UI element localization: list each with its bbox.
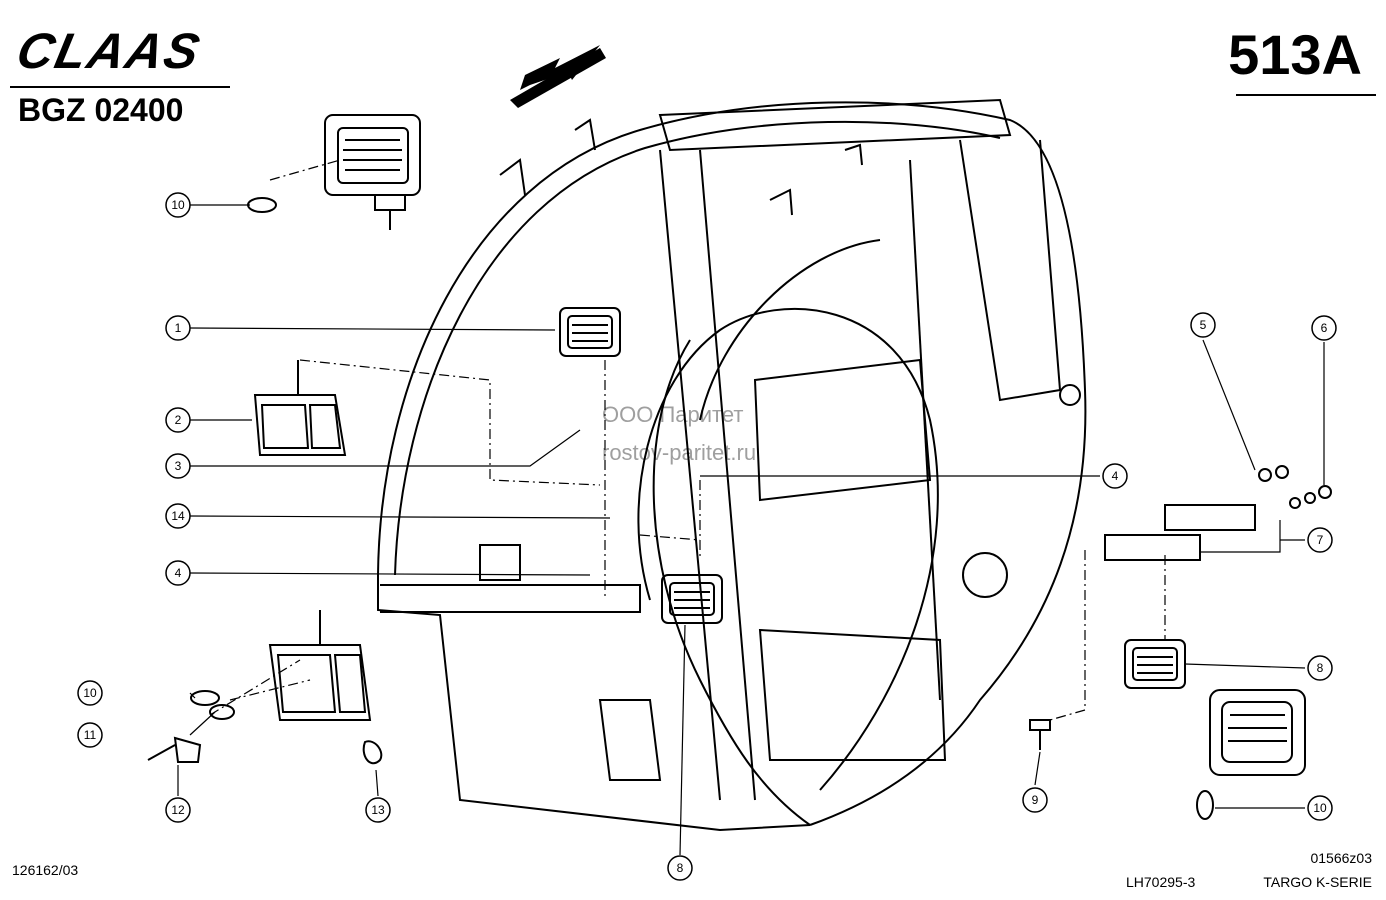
svg-text:6: 6 [1321,321,1328,335]
callout-8a: 8 [667,855,693,881]
svg-text:7: 7 [1317,533,1324,547]
footer-ref-2: LH70295-3 [1126,874,1196,890]
work-lamp-small [559,307,621,357]
svg-text:10: 10 [83,686,97,700]
svg-text:10: 10 [171,198,185,212]
callout-6: 6 [1311,315,1337,341]
svg-text:1: 1 [175,321,182,335]
svg-text:4: 4 [1112,469,1119,483]
direction-arrow-icon [510,45,606,108]
callout-5: 5 [1190,312,1216,338]
header-rule [10,86,230,88]
bolt-icon [1029,719,1051,750]
clip-icon [247,197,277,213]
callout-11: 11 [77,722,103,748]
svg-text:8: 8 [677,861,684,875]
svg-text:3: 3 [175,459,182,473]
callout-3: 3 [165,453,191,479]
clip-icon [1196,790,1214,820]
work-lamp-top [324,114,421,230]
watermark-url: rostov-paritet.ru [602,440,757,465]
cab-outline [377,98,1087,832]
combination-lamp [268,610,372,721]
callout-4b: 4 [1102,463,1128,489]
group-code: BGZ 02400 [18,92,184,128]
work-lamp-center [661,574,723,624]
svg-text:5: 5 [1200,318,1207,332]
callout-10b: 10 [77,680,103,706]
callout-4a: 4 [165,560,191,586]
work-lamp-lower-right [1209,689,1306,776]
bracket-assembly [1104,465,1332,561]
indicator-lamp [253,360,347,456]
callout-10c: 10 [1307,795,1333,821]
svg-text:10: 10 [1313,801,1327,815]
bulb-icon [147,690,383,765]
callout-9: 9 [1022,787,1048,813]
work-lamp-right [1124,639,1186,689]
callout-2: 2 [165,407,191,433]
callout-14: 14 [165,503,191,529]
callout-12: 12 [165,797,191,823]
svg-text:4: 4 [175,566,182,580]
svg-text:14: 14 [171,509,185,523]
callout-13: 13 [365,797,391,823]
callout-7: 7 [1307,527,1333,553]
watermark-company: ООО Паритет [602,402,744,427]
footer-drawing-number: 126162/03 [12,862,79,878]
assembly-leaders [209,159,1166,721]
svg-text:9: 9 [1032,793,1039,807]
svg-text:2: 2 [175,413,182,427]
svg-text:11: 11 [84,728,97,742]
svg-text:12: 12 [171,803,185,817]
callout-10a: 10 [165,192,191,218]
page-rule [1236,94,1376,96]
callout-1: 1 [165,315,191,341]
svg-text:13: 13 [371,803,385,817]
footer-ref-1: 01566z03 [1310,850,1372,866]
callout-leaders [177,204,1325,856]
footer-series: TARGO K-SERIE [1263,874,1372,890]
callout-8b: 8 [1307,655,1333,681]
callout-markers: 10 1 2 3 14 4 10 11 12 13 8 4 5 6 7 8 9 … [77,192,1337,881]
svg-text:8: 8 [1317,661,1324,675]
page-number: 513A [1228,23,1362,86]
